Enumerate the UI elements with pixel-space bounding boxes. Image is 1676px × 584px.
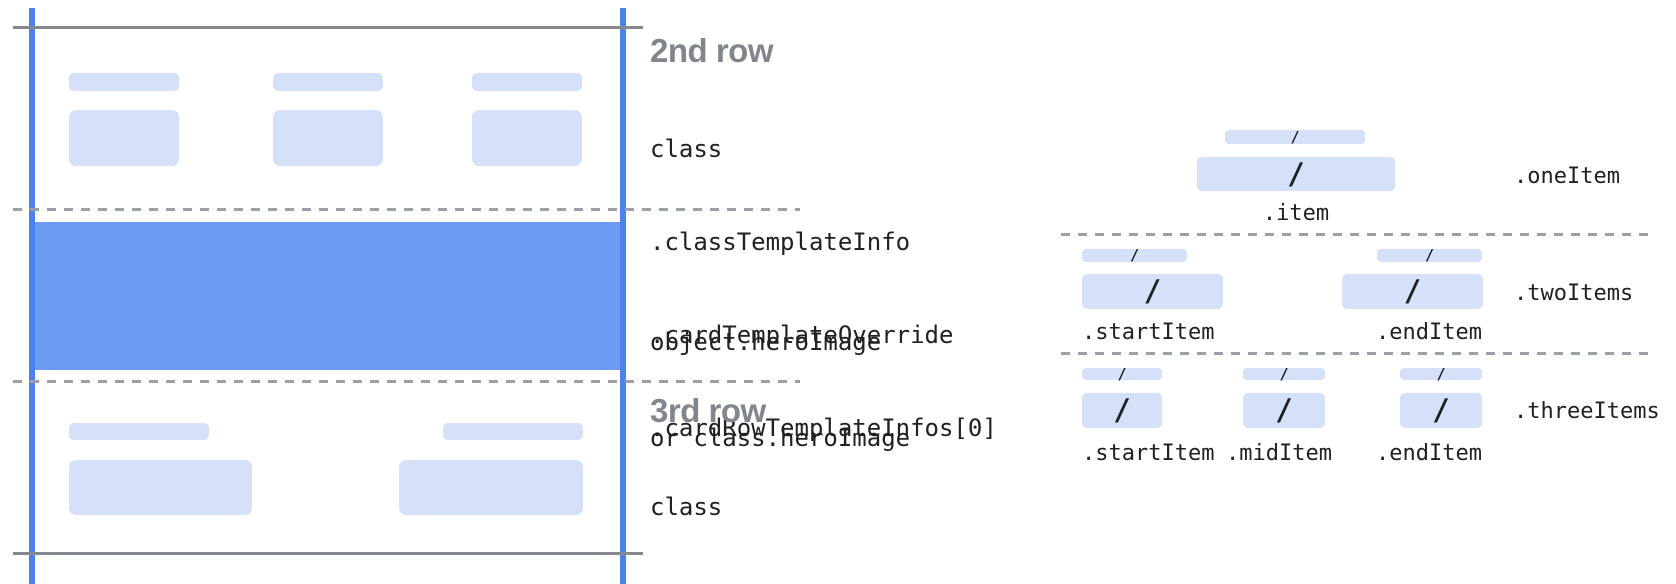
row2-item2-value-block — [273, 110, 383, 166]
slash-glyph: / — [1129, 246, 1140, 264]
three-items-start-field-label: .startItem — [1082, 441, 1215, 466]
hero-image-band — [35, 222, 620, 370]
three-items-layout-label: .threeItems — [1514, 399, 1660, 424]
card-bottom-line — [13, 552, 643, 555]
two-items-end-label-bar: / — [1377, 246, 1482, 264]
row3-heading: 3rd row — [650, 392, 766, 429]
slash-glyph: / — [1113, 393, 1131, 427]
two-items-start-field-label: .startItem — [1082, 320, 1215, 345]
row2-code: class .classTemplateInfo .cardTemplateOv… — [650, 72, 997, 506]
row2-item3-value-block — [472, 110, 582, 166]
hero-code-line: or class.heroImage — [650, 424, 911, 452]
slash-glyph: / — [1143, 274, 1162, 308]
slash-glyph: / — [1287, 156, 1305, 191]
two-items-start-label-bar: / — [1082, 246, 1187, 264]
slash-glyph: / — [1436, 364, 1446, 383]
one-item-label-bar: / — [1225, 127, 1365, 146]
three-items-end-label-bar: / — [1400, 364, 1482, 383]
row3-start-label-bar — [69, 423, 209, 440]
row3-code: class .classTemplateInfo .cardTemplateOv… — [650, 430, 997, 584]
one-item-layout-label: .oneItem — [1514, 164, 1620, 189]
one-item-field-label: .item — [1262, 201, 1330, 226]
row2-item1-label-bar — [69, 73, 179, 91]
slash-glyph: / — [1275, 393, 1293, 427]
row2-item1-value-block — [69, 110, 179, 166]
three-items-start-label-bar: / — [1082, 364, 1162, 383]
one-item-value-bar: / — [1197, 157, 1395, 191]
three-items-start-value-bar: / — [1082, 393, 1162, 428]
slash-glyph: / — [1403, 274, 1422, 308]
slash-glyph: / — [1424, 246, 1435, 264]
three-items-mid-value-bar: / — [1243, 393, 1325, 428]
three-items-mid-label-bar: / — [1243, 364, 1325, 383]
two-items-end-value-bar: / — [1342, 274, 1483, 309]
three-items-end-field-label: .endItem — [1376, 441, 1482, 466]
row3-code-line: class — [650, 493, 723, 521]
layout-separator-dashed-2 — [1061, 352, 1653, 355]
row3-end-value-block — [399, 460, 583, 515]
row2-code-line: .cardTemplateOverride — [650, 321, 954, 349]
slash-glyph: / — [1279, 364, 1289, 383]
row-separator-dashed-top — [13, 208, 800, 211]
two-items-end-field-label: .endItem — [1376, 320, 1482, 345]
slash-glyph: / — [1117, 364, 1127, 383]
layout-separator-dashed-1 — [1061, 233, 1653, 236]
slash-glyph: / — [1290, 127, 1300, 146]
row2-item3-label-bar — [472, 73, 582, 91]
three-items-end-value-bar: / — [1400, 393, 1482, 428]
row-separator-dashed-bottom — [13, 380, 800, 383]
row3-end-label-bar — [443, 423, 583, 440]
two-items-start-value-bar: / — [1082, 274, 1223, 309]
row2-heading: 2nd row — [650, 32, 774, 69]
two-items-layout-label: .twoItems — [1514, 281, 1634, 306]
row2-code-line: .classTemplateInfo — [650, 228, 911, 256]
row2-item2-label-bar — [273, 73, 383, 91]
hero-code-line: object.heroImage — [650, 328, 882, 356]
hero-image-code: object.heroImage or class.heroImage — [650, 262, 910, 518]
row3-start-value-block — [69, 460, 252, 515]
slash-glyph: / — [1432, 393, 1450, 427]
card-top-line — [13, 26, 643, 29]
three-items-mid-field-label: .midItem — [1226, 441, 1332, 466]
row2-code-line: class — [650, 135, 723, 163]
card-right-edge-line — [620, 8, 626, 584]
card-left-edge-line — [29, 8, 35, 584]
row2-code-line: .cardRowTemplateInfos[0] — [650, 414, 997, 442]
